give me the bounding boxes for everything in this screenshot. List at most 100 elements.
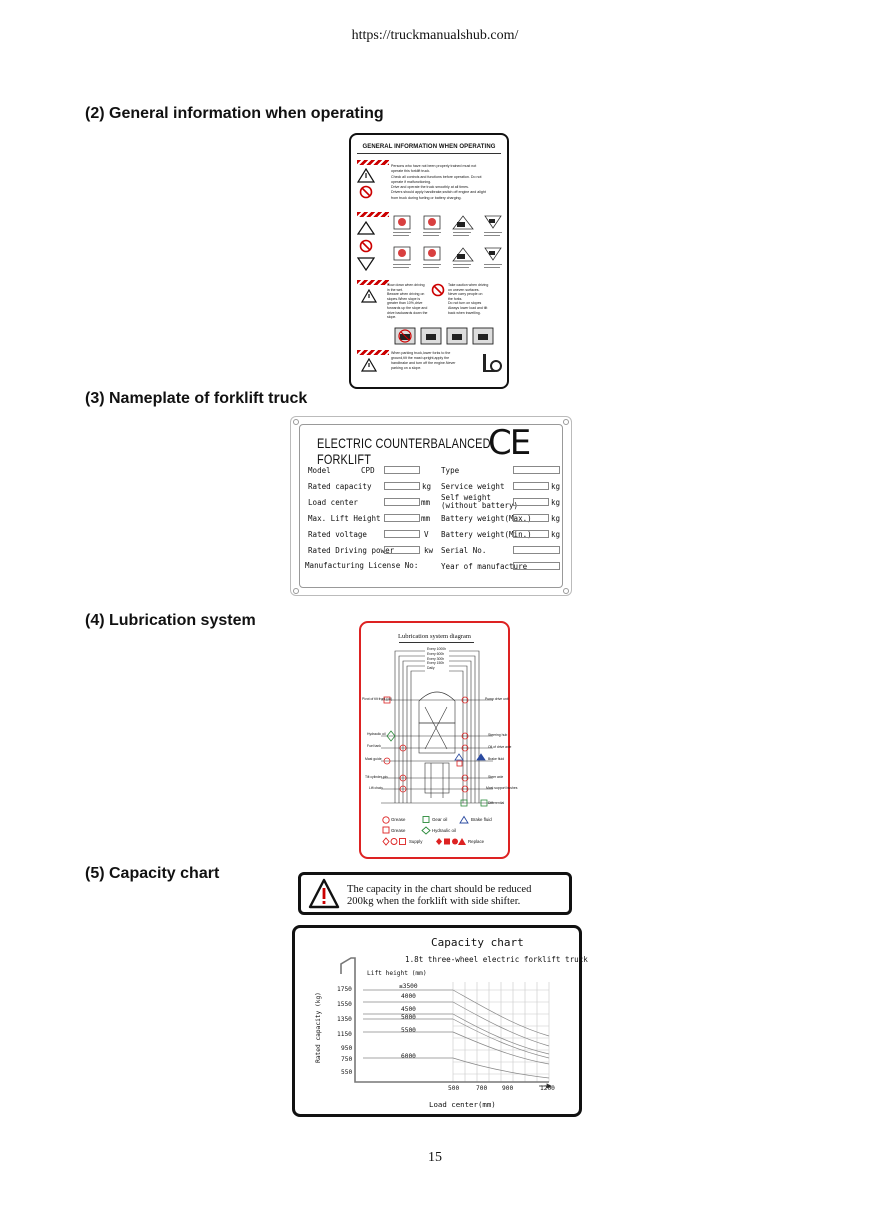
lubrication-point-label: Oil of drive axle <box>488 745 512 749</box>
ce-mark: CE <box>488 423 531 463</box>
section-heading-nameplate: (3) Nameplate of forklift truck <box>85 390 308 407</box>
nameplate-unit: mm <box>421 497 431 507</box>
page-number: 15 <box>428 1150 442 1165</box>
section-heading-general: (2) General information when operating <box>85 105 384 122</box>
nameplate-unit: kg <box>551 513 561 523</box>
y-tick-label: 950 <box>341 1045 353 1052</box>
general-sign-block-1: Persons who have not been properly train… <box>391 164 486 200</box>
section-heading-lubrication: (4) Lubrication system <box>85 612 256 629</box>
nameplate-unit: kg <box>551 481 561 491</box>
nameplate-unit: mm <box>421 513 431 523</box>
lubrication-intervals: Every 1000h Every 600h Every 300h Every … <box>427 647 447 671</box>
lubrication-point-label: Tilt cylinder pin <box>365 775 388 779</box>
nameplate-label-type: Type <box>441 465 460 475</box>
nameplate-label-battery-weight-max: Battery weight(Max.) <box>441 513 532 523</box>
capacity-chart-ylabel: Rated capacity (kg) <box>314 992 322 1063</box>
y-tick-label: 1550 <box>337 1001 352 1008</box>
nameplate-field-service-weight <box>513 482 549 490</box>
nameplate-label-year: Year of manufacture <box>441 561 528 571</box>
nameplate-field-rated-capacity <box>384 482 420 490</box>
capacity-chart-plot <box>340 957 552 1089</box>
nameplate-field-rated-driving-power <box>384 546 420 554</box>
section-heading-capacity: (5) Capacity chart <box>85 865 220 882</box>
capacity-chart-subtitle: 1.8t three-wheel electric forklift truck <box>405 955 588 964</box>
header-url: https://truckmanualshub.com/ <box>351 28 519 43</box>
y-tick-label: 750 <box>341 1056 353 1063</box>
nameplate-field-battery-weight-max <box>513 514 549 522</box>
nameplate-label-rated-driving-power: Rated Driving power <box>308 545 395 555</box>
slope-pictograms <box>394 327 494 345</box>
nameplate-label-max-lift-height: Max. Lift Height <box>308 513 381 523</box>
lubrication-point-label: Pivot of tilt front (oil) <box>362 697 392 701</box>
lubrication-point-label: Fuel tank <box>367 744 381 748</box>
capacity-chart-lift-label: Lift height (mm) <box>367 970 427 977</box>
lubrication-point-label: Differential <box>488 801 505 805</box>
y-tick-label: 1150 <box>337 1031 352 1038</box>
lubrication-point-label: Pump drive unit <box>485 697 509 701</box>
nameplate-unit: V <box>424 529 429 539</box>
pictogram-grid <box>393 215 502 268</box>
lift-height-label: 4000 <box>401 993 416 1000</box>
y-tick-label: 550 <box>341 1069 353 1076</box>
nameplate-label-rated-voltage: Rated voltage <box>308 529 367 539</box>
nameplate-field-year <box>513 562 560 570</box>
nameplate-unit: kg <box>422 481 432 491</box>
nameplate-unit: kw <box>424 545 434 555</box>
nameplate-label-license: Manufacturing License No: <box>305 560 419 570</box>
legend-label: Hydraulic oil <box>432 828 456 833</box>
capacity-warning-text: The capacity in the chart should be redu… <box>347 884 532 907</box>
nameplate-model-prefix: CPD <box>361 465 375 475</box>
nameplate-label-battery-weight-min: Battery weight(Min.) <box>441 529 532 539</box>
y-tick-label: 1350 <box>337 1016 352 1023</box>
nameplate-label-load-center: Load center <box>308 497 358 507</box>
warning-triangle-icon <box>361 358 377 372</box>
lift-height-label: 5500 <box>401 1027 416 1034</box>
lubrication-point-label: Brake fluid <box>488 757 505 761</box>
forklift-nameplate: ELECTRIC COUNTERBALANCED FORKLIFT CE Mod… <box>290 416 572 596</box>
x-tick-label: 700 <box>476 1085 488 1092</box>
nameplate-field-load-center <box>384 498 420 506</box>
nameplate-unit: kg <box>551 529 561 539</box>
capacity-chart: Capacity chart 1.8t three-wheel electric… <box>292 925 588 1117</box>
hazard-stripe <box>357 160 389 165</box>
lift-height-label: 5000 <box>401 1014 416 1021</box>
warning-triangle-icon <box>361 289 377 303</box>
lubrication-point-label: Steer axle <box>488 775 504 779</box>
lubrication-diagram: Lubrication system diagram Every 1000h E… <box>359 621 517 859</box>
hazard-stripe <box>357 212 389 217</box>
nameplate-label-service-weight: Service weight <box>441 481 505 491</box>
lubrication-legend-symbols <box>382 815 469 846</box>
nameplate-field-max-lift-height <box>384 514 420 522</box>
lubrication-point-label: Hydraulic oil <box>367 732 386 736</box>
legend-label: Grease <box>391 828 406 833</box>
lift-height-label: 6000 <box>401 1053 416 1060</box>
legend-label: Gear oil <box>432 817 448 822</box>
lubrication-title: Lubrication system diagram <box>398 633 471 640</box>
nameplate-field-battery-weight-min <box>513 530 549 538</box>
nameplate-label-model: Model <box>308 465 331 475</box>
lubrication-point-label: Mast guide <box>365 757 382 761</box>
capacity-chart-title: Capacity chart <box>431 936 524 949</box>
x-tick-label: 1200 <box>540 1085 555 1092</box>
legend-label: Replace <box>468 839 485 844</box>
nameplate-field-self-weight <box>513 498 549 506</box>
legend-label: Brake fluid <box>471 817 492 822</box>
x-tick-label: 900 <box>502 1085 514 1092</box>
lubrication-point-label: Mast support bushes <box>486 786 518 790</box>
y-tick-label: 1750 <box>337 986 352 993</box>
legend-label: Grease <box>391 817 406 822</box>
nameplate-field-model <box>384 466 420 474</box>
lubrication-point-label: Lift chain <box>369 786 383 790</box>
nameplate-field-serial-no <box>513 546 560 554</box>
nameplate-label-serial-no: Serial No. <box>441 545 487 555</box>
nameplate-field-type <box>513 466 560 474</box>
prohibition-icons <box>357 221 375 272</box>
prohibition-icon <box>431 283 445 297</box>
general-sign-title: GENERAL INFORMATION WHEN OPERATING <box>362 144 496 150</box>
lift-height-label: ≤3500 <box>399 983 418 990</box>
legend-label: Supply <box>409 839 423 844</box>
general-sign-block-3-left: Slow down when driving in the wet. Bewar… <box>387 283 428 320</box>
general-sign-block-4: When parking truck,lower forks to the gr… <box>391 351 456 370</box>
nameplate-unit: kg <box>551 497 561 507</box>
capacity-warning-sign: The capacity in the chart should be redu… <box>298 872 572 915</box>
